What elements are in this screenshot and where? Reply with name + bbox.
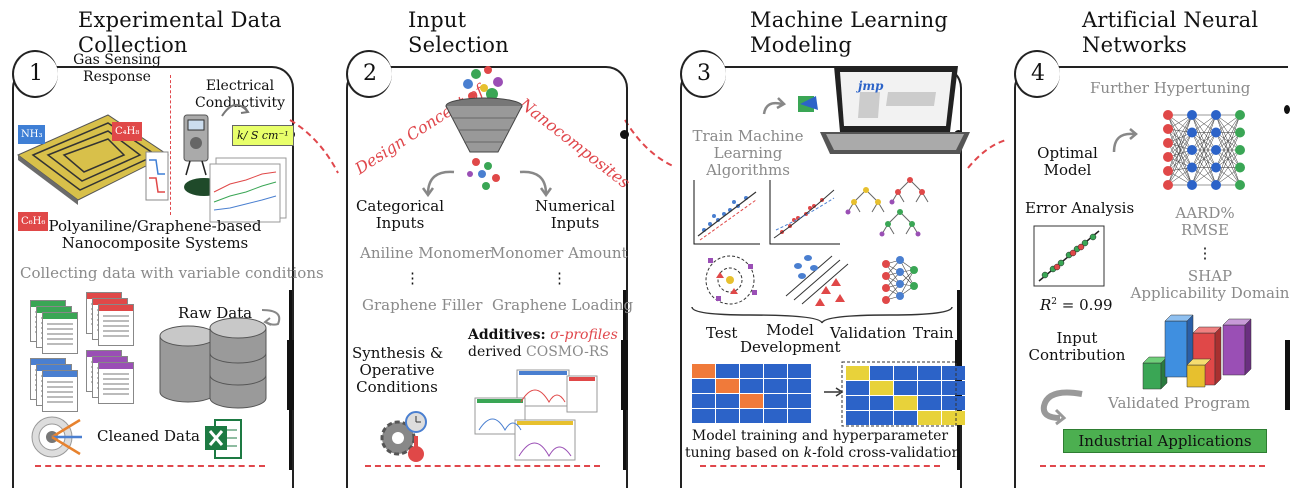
step-number-4: 4 [1014,50,1060,98]
panel-1-frame [12,66,294,488]
further-hypertuning-label: Further Hypertuning [1090,79,1251,97]
tuning-label: Model training and hyperparameter tuning… [685,428,961,461]
response-curve-icon [145,151,169,201]
excel-icon [205,419,242,459]
bar-chart-3d-icon [1142,314,1252,390]
panel-2-title: Input Selection [408,8,509,58]
step-number-2: 2 [346,50,392,98]
curved-arrow-icon [261,309,281,326]
panel-3-title-line1: Machine Learning [750,8,948,32]
aniline-monomer-label: Aniline Monomer [360,244,492,262]
additives-label: Additives: σ-profiles derived COSMO-RS [468,327,618,360]
c4h8-tag: C₄H₈ [112,122,143,141]
vdots-left: ⋮ [405,269,420,287]
database-icon [159,317,267,409]
monomer-amount-label: Monomer Amount [490,244,628,262]
curved-arrow-icon [221,104,250,117]
gears-icon [380,411,427,462]
panel-1-bottom-dash [35,465,265,467]
graphene-filler-label: Graphene Filler [362,296,483,314]
step-number-1: 1 [12,50,58,98]
neural-network-icon [882,256,918,304]
collecting-data-label: Collecting data with variable conditions [20,264,324,282]
panel-4-frame [1014,66,1288,488]
parity-plot-icon [1033,225,1105,287]
circular-arrow-icon [1040,389,1083,426]
regression-plots-icon [693,180,840,245]
panel-4-bottom-dash [1040,465,1265,467]
jmp-logo-text: jmp [858,79,884,93]
curved-arrow-icon [421,170,455,198]
decision-trees-icon [845,177,929,237]
raw-data-label: Raw Data [178,304,253,322]
connector-dot [1284,105,1290,114]
panel-3-bottom-dash [700,465,940,467]
line-graph-icon [209,157,287,223]
software-logo-icon [798,96,818,112]
data-split-brace [691,306,953,324]
validated-program-label: Validated Program [1108,394,1251,412]
curved-arrow-icon [519,170,553,198]
laptop-icon [820,66,970,154]
panel-4-title-line1: Artificial Neural [1082,8,1259,32]
panel-4-rail-handle [1285,340,1290,410]
curved-arrow-icon [1112,128,1138,153]
train-label: Train [913,324,954,342]
classifier-plots-icon [705,255,849,306]
panel-1-title: Experimental Data Collection [78,8,282,58]
panel-3-title-line2: Modeling [750,33,853,57]
step-number-3: 3 [680,50,726,98]
panel-4-title-line2: Networks [1082,33,1188,57]
c6h6-tag: C₆H₆ [18,212,49,231]
multimeter-icon [183,114,209,176]
connector-dot [620,130,629,139]
error-analysis-label: Error Analysis [1025,199,1135,217]
panel-2-bottom-dash [365,465,600,467]
panel-3-title: Machine Learning Modeling [750,8,948,58]
industrial-applications-box: Industrial Applications [1063,429,1267,453]
cleaned-data-label: Cleaned Data [97,427,200,445]
graphene-loading-label: Graphene Loading [492,296,634,314]
r2-label: R2 = 0.99 [1040,296,1113,314]
panel-3-frame [680,66,962,488]
vdots-right: ⋮ [552,269,567,287]
panel-1-title-line2: Collection [78,33,188,57]
connector-dash-1 [289,119,339,174]
kfold-grid-icon [692,361,965,427]
divider-dash [170,75,171,215]
sigma-profile-plots-icon [474,369,598,461]
connector-dash-3 [967,139,1007,169]
conductivity-unit-tag: k/ S cm⁻¹ [232,125,294,146]
panel-4-title: Artificial Neural Networks [1082,8,1258,58]
target-arrows-icon [31,416,82,458]
panel-2-rail-handle [621,340,628,410]
panel-2-title-line2: Selection [408,33,509,57]
panel-1-rail-handle [287,340,294,410]
neural-network-icon [1163,110,1245,190]
funnel-icon [445,66,523,190]
vdots-metrics: ⋮ [1197,244,1213,262]
connector-dash-2 [624,119,674,167]
aard-rmse-label: AARD%RMSE [1175,204,1235,239]
validation-label: Validation [830,324,907,342]
test-label: Test [706,324,738,342]
panel-2-title-line1: Input [408,8,467,32]
panel-1-title-line1: Experimental Data [78,8,282,32]
circular-arrow-icon [762,97,787,115]
nh3-tag: NH₃ [18,125,46,144]
